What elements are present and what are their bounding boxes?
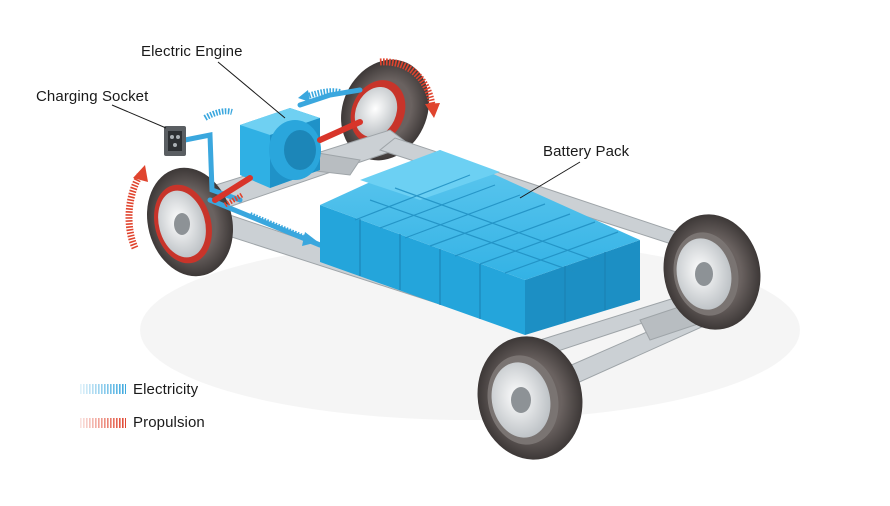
electricity-flow-arrows	[203, 88, 341, 246]
wheel-front-right	[477, 336, 583, 460]
wheel-front-left	[147, 167, 233, 277]
wheel-rear-right	[663, 214, 761, 330]
label-charging-socket: Charging Socket	[36, 88, 149, 105]
legend-label-propulsion: Propulsion	[133, 414, 205, 431]
legend-label-electricity: Electricity	[133, 381, 199, 398]
wheel-rear-top	[341, 59, 429, 161]
drive-shafts	[212, 119, 363, 203]
legend-swatch-propulsion	[80, 418, 126, 428]
electric-engine	[240, 108, 321, 188]
label-battery-pack: Battery Pack	[543, 143, 630, 160]
charging-socket	[164, 126, 186, 156]
label-electric-engine: Electric Engine	[141, 43, 243, 60]
leader-lines	[111, 61, 581, 199]
propulsion-flow-arrows	[125, 58, 440, 250]
battery-pack	[320, 150, 640, 335]
legend-swatch-electricity	[80, 384, 126, 394]
